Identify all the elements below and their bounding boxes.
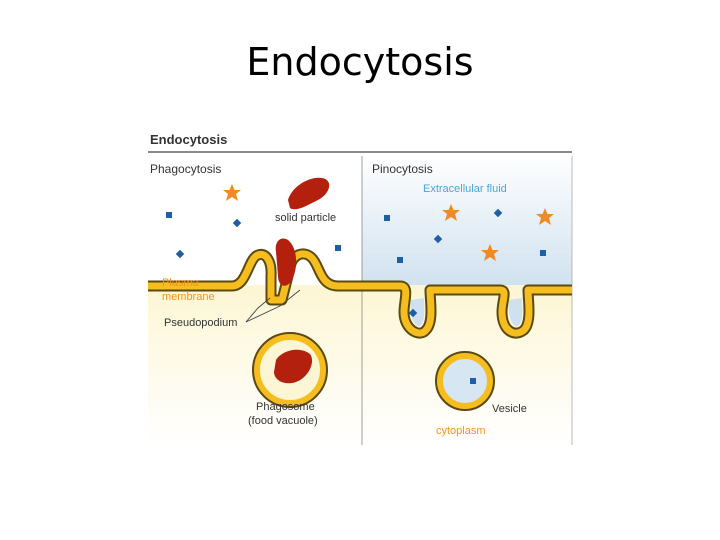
molecule-10 [408, 308, 418, 318]
cytoplasm-label: cytoplasm [436, 425, 486, 437]
star-4 [481, 244, 499, 261]
molecules [166, 208, 546, 318]
molecule-4 [335, 245, 341, 251]
solid-particle-engulfed [275, 238, 297, 286]
stars [223, 184, 554, 261]
phagosome-particle [274, 349, 313, 384]
solid-particle-free [288, 177, 330, 210]
phagosome-label-2: (food vacuole) [248, 415, 318, 427]
molecule-5 [384, 215, 390, 221]
pseudopodium-leader-1 [245, 297, 271, 323]
star-2 [442, 204, 460, 221]
solid-particle-label: solid particle [275, 212, 336, 224]
figure-header: Endocytosis [150, 132, 227, 147]
pinocytosis-title: Pinocytosis [372, 162, 433, 176]
molecule-9 [540, 250, 546, 256]
cytoplasm-region [148, 285, 572, 445]
vesicle-molecule [470, 378, 476, 384]
pseudopodium-leader-2 [245, 289, 301, 323]
molecule-6 [493, 208, 503, 218]
plasma-membrane [148, 250, 572, 337]
extracellular-region [362, 154, 572, 289]
pseudopodium-label: Pseudopodium [164, 317, 237, 329]
molecule-7 [433, 234, 443, 244]
molecule-8 [397, 257, 403, 263]
phagosome-label-1: Phagosome [256, 401, 315, 413]
plasma-membrane-label-2: membrane [162, 291, 215, 303]
star-1 [223, 184, 241, 201]
pinocytosis-pocket-1 [410, 298, 425, 327]
molecule-2 [232, 218, 242, 228]
slide-title: Endocytosis [246, 40, 474, 84]
vesicle-label: Vesicle [492, 403, 527, 415]
vesicle [437, 353, 493, 409]
pinocytosis-pocket-2 [508, 298, 523, 327]
phagocytosis-title: Phagocytosis [150, 162, 221, 176]
extracellular-fluid-label: Extracellular fluid [423, 183, 507, 195]
molecule-3 [175, 249, 185, 259]
star-3 [536, 208, 554, 225]
plasma-membrane-label-1: Plasma [162, 277, 200, 289]
molecule-1 [166, 212, 172, 218]
